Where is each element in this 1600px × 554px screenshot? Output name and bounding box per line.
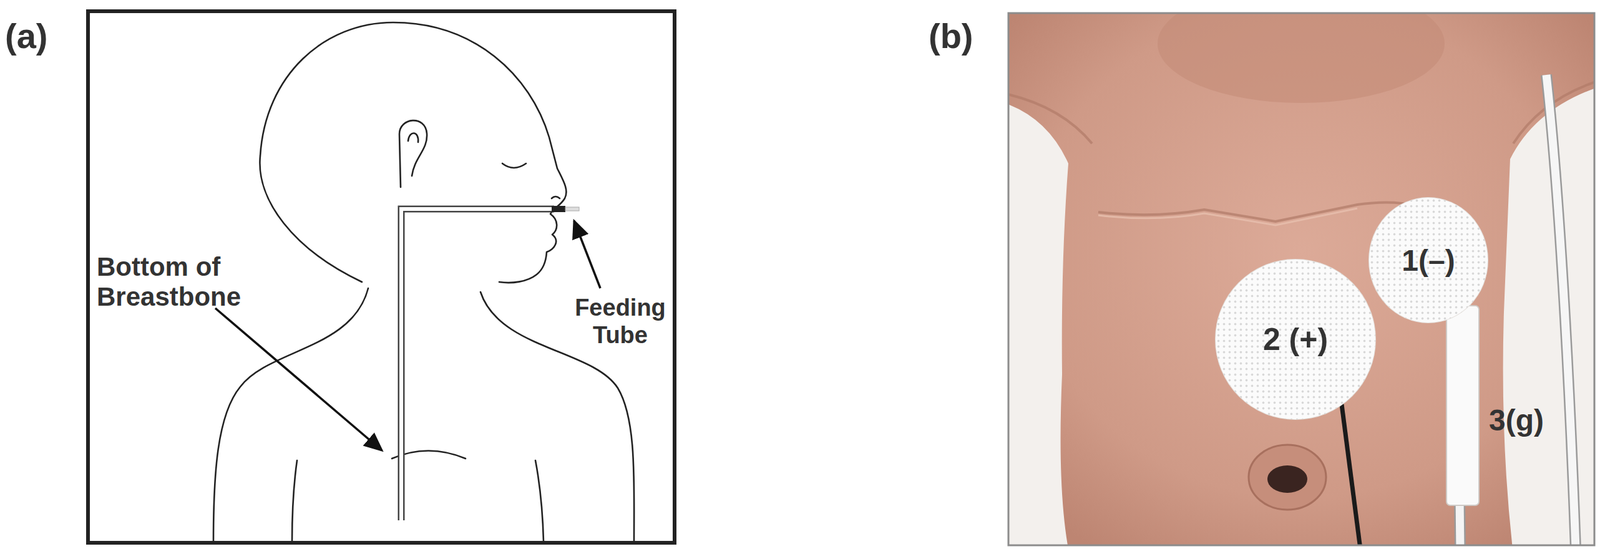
- electrode-label: 2 (+): [1263, 321, 1328, 358]
- leader-arrow: [574, 220, 601, 289]
- lead-wire: [1341, 404, 1361, 545]
- closed-eye: [502, 163, 527, 168]
- tube-end: [565, 207, 580, 211]
- label-text: (b): [928, 16, 974, 56]
- text-label: (b): [928, 16, 998, 57]
- text-label: (a): [4, 16, 74, 57]
- label-text: Bottom of Breastbone: [96, 252, 241, 312]
- electrode-pad: 1(–): [1369, 197, 1488, 323]
- left-arm-line: [292, 460, 298, 542]
- electrode-pad: 2 (+): [1215, 259, 1376, 420]
- label-text: 3(g): [1488, 403, 1544, 437]
- feeding-tube-outline: [401, 209, 555, 521]
- navel-hole: [1267, 465, 1308, 493]
- navel: [1248, 444, 1327, 510]
- cable-outline: [1546, 74, 1576, 545]
- panel-frame: [1008, 13, 1595, 546]
- text-label: Feeding Tube: [570, 294, 671, 349]
- panel-frame: [87, 11, 675, 543]
- tube-tip: [551, 205, 566, 213]
- chest-highlight: [1098, 208, 1358, 226]
- head-outline: [259, 22, 566, 283]
- label-text: (a): [4, 16, 48, 56]
- text-label: Bottom of Breastbone: [96, 252, 284, 313]
- leader-arrow: [215, 308, 382, 451]
- electrode-label: 1(–): [1401, 243, 1455, 278]
- text-label: 3(g): [1488, 403, 1564, 438]
- feeding-tube: [401, 209, 555, 521]
- ear: [399, 120, 427, 188]
- neck-shadow: [1157, 13, 1445, 103]
- nostril: [551, 196, 560, 199]
- ground-electrode: [1446, 305, 1479, 506]
- label-text: Feeding Tube: [574, 294, 666, 349]
- ear-inner: [408, 132, 419, 143]
- right-arm-line: [535, 460, 544, 542]
- arm-crease: [1009, 93, 1093, 144]
- cable: [1546, 74, 1576, 545]
